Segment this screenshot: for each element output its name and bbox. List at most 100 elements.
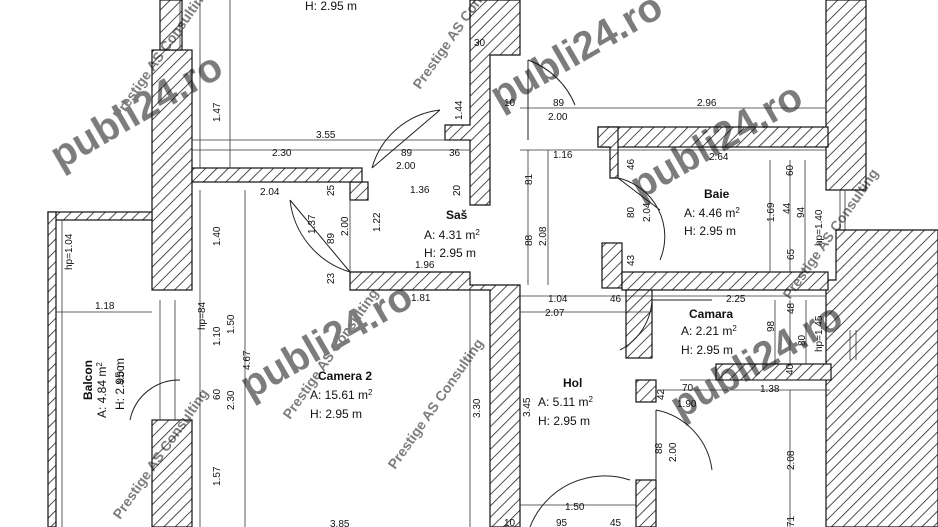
camara-area: A: 2.21 m2 <box>681 324 737 339</box>
hp-label-145: hp=1.45 <box>814 315 825 352</box>
door-top-right-room <box>527 59 576 140</box>
watermark-publi-1: publi24.ro <box>43 44 231 178</box>
door-sas-top <box>371 109 441 169</box>
dim-190: 1.90 <box>677 399 697 410</box>
hp-label-104: hp=1.04 <box>64 233 75 270</box>
balcon-name: Balcon <box>81 360 95 400</box>
dim-20: 20 <box>452 184 463 196</box>
camara-height: H: 2.95 m <box>681 343 733 357</box>
dim-157: 1.57 <box>212 466 223 486</box>
dim-200a: 2.00 <box>548 112 568 123</box>
wall-baie-left-lower <box>601 242 623 289</box>
hp-label-140: hp=1.40 <box>814 209 825 246</box>
balcon-area: A: 4.84 m2 <box>95 362 110 418</box>
baie-name: Baie <box>704 187 730 201</box>
dim-264: 2.64 <box>709 152 729 163</box>
dim-43: 43 <box>626 254 637 266</box>
camera2-height: H: 2.95 m <box>310 407 362 421</box>
dim-94: 94 <box>796 206 807 218</box>
sas-area: A: 4.31 m2 <box>424 228 480 243</box>
door-sas-left <box>289 199 351 273</box>
wall-left-lower <box>151 419 193 527</box>
dim-200c: 2.00 <box>340 216 351 236</box>
dim-80a: 80 <box>626 206 637 218</box>
hol-area: A: 5.11 m2 <box>538 395 593 410</box>
dim-345: 3.45 <box>522 397 533 417</box>
wall-right-outer-lower <box>825 229 938 527</box>
dim-230a: 2.30 <box>272 148 292 159</box>
camera2-area: A: 15.61 m2 <box>310 388 373 403</box>
dim-89a: 89 <box>553 98 565 109</box>
dim-81: 81 <box>524 173 535 185</box>
baie-area: A: 4.46 m2 <box>684 206 740 221</box>
dim-122: 1.22 <box>372 212 383 232</box>
sas-name: Saš <box>446 208 468 222</box>
wall-left-upper <box>151 49 193 291</box>
balcon-rail-top <box>47 211 153 221</box>
wall-central-top <box>444 0 521 206</box>
door-baie <box>617 177 666 261</box>
dim-144: 1.44 <box>454 100 465 120</box>
dim-181: 1.81 <box>411 293 431 304</box>
balcon-height: H: 2.95 m <box>113 358 127 410</box>
dim-40: 40 <box>785 363 796 375</box>
dim-104: 1.04 <box>548 294 568 305</box>
construction-lines <box>56 0 857 527</box>
dim-116: 1.16 <box>553 150 573 161</box>
dim-60b: 60 <box>212 388 223 400</box>
dim-89c: 89 <box>326 232 337 244</box>
wall-sas-top <box>191 167 363 183</box>
hol-name: Hol <box>563 376 582 390</box>
dim-46a: 46 <box>626 158 637 170</box>
wall-hol-right-lower <box>635 479 657 527</box>
door-balcon <box>129 379 181 421</box>
dim-150a: 1.50 <box>226 314 237 334</box>
dim-208a: 2.08 <box>538 226 549 246</box>
dim-137: 1.37 <box>307 214 318 234</box>
dim-95: 95 <box>556 518 568 527</box>
dim-45: 45 <box>610 518 622 527</box>
room-labels: H: 2.95 m Saš A: 4.31 m2 H: 2.95 m Baie … <box>81 0 740 428</box>
dim-296: 2.96 <box>697 98 717 109</box>
dim-60a: 60 <box>785 164 796 176</box>
dim-89b: 89 <box>401 148 413 159</box>
dim-147: 1.47 <box>212 102 223 122</box>
camera2-name: Camera 2 <box>318 369 372 383</box>
balcon-rail-left <box>47 211 57 527</box>
dim-204b: 2.04 <box>642 202 653 222</box>
hol-height: H: 2.95 m <box>538 414 590 428</box>
dim-467: 4.67 <box>242 350 253 370</box>
dim-196: 1.96 <box>415 260 435 271</box>
hp-labels: hp=1.04 hp=1.40 hp=84 hp=1.45 <box>64 209 825 352</box>
wall-baie-bottom <box>621 271 829 291</box>
hp-label-84: hp=84 <box>197 301 208 330</box>
dim-169: 1.69 <box>766 202 777 222</box>
sas-height: H: 2.95 m <box>424 246 476 260</box>
dim-10b: 10 <box>504 518 516 527</box>
dim-88a: 88 <box>524 234 535 246</box>
dim-36: 36 <box>449 148 461 159</box>
baie-height: H: 2.95 m <box>684 224 736 238</box>
dim-400: 4.00 <box>116 365 127 385</box>
dim-230b: 2.30 <box>226 390 237 410</box>
dim-70: 70 <box>682 383 694 394</box>
dim-110: 1.10 <box>212 326 223 346</box>
dim-71: 71 <box>786 515 797 527</box>
dim-80b: 80 <box>797 334 808 346</box>
dim-98: 98 <box>766 320 777 332</box>
dim-208b: 2.08 <box>786 450 797 470</box>
door-camara <box>619 299 712 351</box>
wall-right-outer-upper <box>825 0 867 191</box>
dim-200d: 2.00 <box>668 442 679 462</box>
dim-225: 2.25 <box>726 294 746 305</box>
camara-name: Camara <box>689 307 733 321</box>
dim-30: 30 <box>474 38 486 49</box>
dim-88b: 88 <box>654 442 665 454</box>
dim-138: 1.38 <box>760 384 780 395</box>
dim-10a: 10 <box>504 98 516 109</box>
dim-330: 3.30 <box>472 398 483 418</box>
dim-204a: 2.04 <box>260 187 280 198</box>
dim-355: 3.55 <box>316 130 336 141</box>
dim-48: 48 <box>786 302 797 314</box>
